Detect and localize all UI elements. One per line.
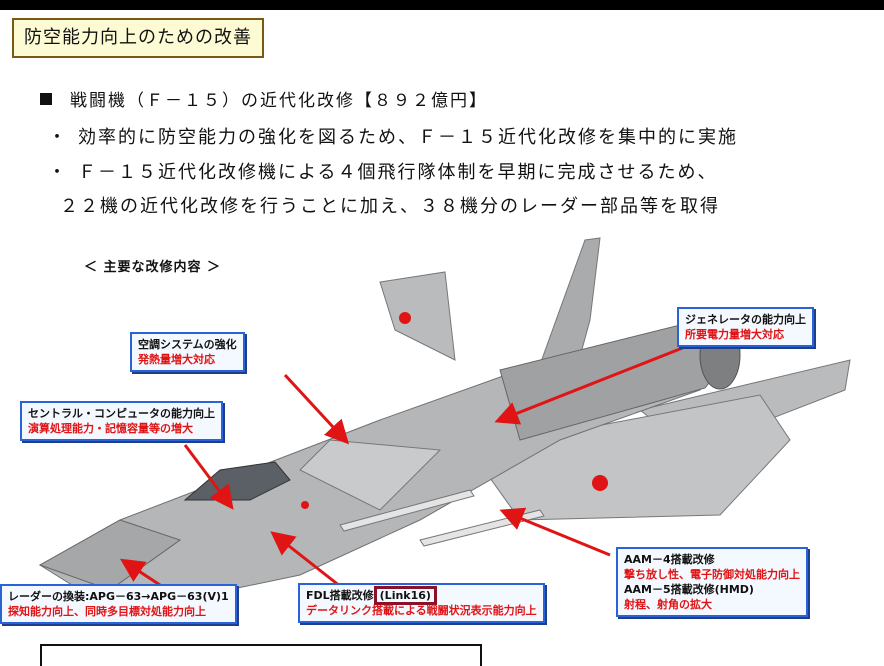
sub-item-2: ・ Ｆ－１５近代化改修機による４個飛行隊体制を早期に完成させるため、 xyxy=(48,158,717,184)
roundel-wing xyxy=(592,475,608,491)
roundel-tail xyxy=(399,312,411,324)
nose-cone xyxy=(38,519,182,591)
arrow-radar xyxy=(119,558,161,587)
sub-item-2-mark: ・ xyxy=(48,162,68,183)
callout-aam4-detail: 撃ち放し性、電子防御対処能力向上 xyxy=(624,568,800,581)
link16-highlight: (Link16) xyxy=(373,586,437,605)
sub-item-1-mark: ・ xyxy=(48,127,68,148)
callout-cooling: 空調システムの強化 発熱量増大対応 xyxy=(130,332,245,372)
callout-aam4-title: AAM－4搭載改修 xyxy=(624,553,715,566)
callout-aam: AAM－4搭載改修 撃ち放し性、電子防御対処能力向上 AAM－5搭載改修(HMD… xyxy=(616,547,808,617)
callout-fdl: FDL搭載改修(Link16) データリンク搭載による戦闘状況表示能力向上 xyxy=(298,583,545,623)
arrow-cooling xyxy=(283,373,350,445)
roundel-fuselage xyxy=(301,501,309,509)
callout-generator-title: ジェネレータの能力向上 xyxy=(685,313,806,326)
missile-2 xyxy=(419,509,545,547)
callout-fdl-detail: データリンク搭載による戦闘状況表示能力向上 xyxy=(306,604,537,617)
main-wing-left xyxy=(299,439,442,511)
sub-item-2-continued: ２２機の近代化改修を行うことに加え、３８機分のレーダー部品等を取得 xyxy=(60,196,720,217)
arrow-fdl xyxy=(270,531,346,592)
callout-fdl-title: FDL搭載改修(Link16) xyxy=(306,586,537,605)
callout-computer: セントラル・コンピュータの能力向上 演算処理能力・記憶容量等の増大 xyxy=(20,401,223,441)
arrow-aam xyxy=(499,507,611,557)
callout-cooling-detail: 発熱量増大対応 xyxy=(138,353,215,366)
callout-fdl-title-a: FDL搭載改修 xyxy=(306,589,374,602)
sub-item-2-text: Ｆ－１５近代化改修機による４個飛行隊体制を早期に完成させるため、 xyxy=(78,162,718,183)
callout-radar: レーダーの換装:APG－63→APG－63(V)1 探知能力向上、同時多目標対処… xyxy=(0,584,237,624)
vertical-tail-left xyxy=(379,271,456,361)
top-black-bar xyxy=(0,0,884,10)
callout-radar-title: レーダーの換装:APG－63→APG－63(V)1 xyxy=(8,590,229,603)
callout-radar-detail: 探知能力向上、同時多目標対処能力向上 xyxy=(8,605,206,618)
callout-aam5-title: AAM－5搭載改修(HMD) xyxy=(624,583,754,596)
sub-item-1: ・効率的に防空能力の強化を図るため、Ｆ－１５近代化改修を集中的に実施 xyxy=(48,123,738,149)
next-section-box xyxy=(40,644,482,666)
callout-cooling-title: 空調システムの強化 xyxy=(138,338,237,351)
callout-computer-title: セントラル・コンピュータの能力向上 xyxy=(28,407,215,420)
callout-aam5-detail: 射程、射角の拡大 xyxy=(624,598,712,611)
diagram-title: ＜ 主要な改修内容 ＞ xyxy=(84,260,222,275)
callout-generator: ジェネレータの能力向上 所要電力量増大対応 xyxy=(677,307,814,347)
arrow-generator xyxy=(494,343,691,425)
callout-computer-detail: 演算処理能力・記憶容量等の増大 xyxy=(28,422,193,435)
sub-item-1-text: 効率的に防空能力の強化を図るため、Ｆ－１５近代化改修を集中的に実施 xyxy=(78,127,738,148)
callout-generator-detail: 所要電力量増大対応 xyxy=(685,328,784,341)
arrow-computer xyxy=(183,444,234,510)
main-bullet: 戦闘機（Ｆ－１５）の近代化改修【８９２億円】 xyxy=(40,86,488,111)
missile-1 xyxy=(339,489,475,532)
square-bullet-icon xyxy=(40,93,52,105)
section-title: 防空能力向上のための改善 xyxy=(12,18,264,58)
main-bullet-text: 戦闘機（Ｆ－１５）の近代化改修【８９２億円】 xyxy=(70,91,488,111)
f15-aircraft-illustration xyxy=(38,237,851,601)
